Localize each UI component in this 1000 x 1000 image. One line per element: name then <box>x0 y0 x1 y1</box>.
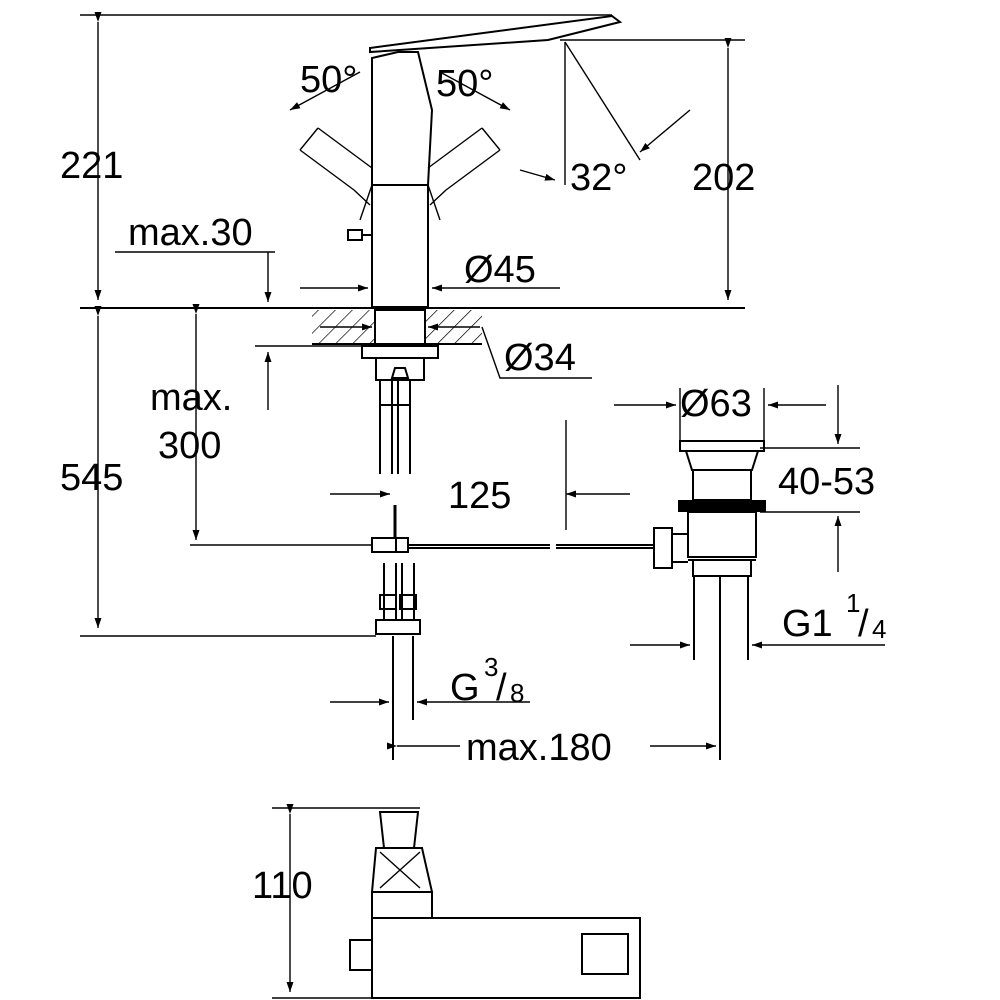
dimension-lines <box>80 11 885 999</box>
drain-nut <box>678 500 766 512</box>
angle-spout-label: 32° <box>570 157 627 199</box>
svg-text:G1: G1 <box>782 603 833 645</box>
faucet-top-view <box>349 811 641 999</box>
svg-text:/: / <box>858 603 869 645</box>
faucet-body <box>371 184 429 308</box>
pop-up-rod-knob <box>347 229 363 241</box>
thread-g1-label: G1 1 / 4 <box>782 588 886 645</box>
svg-text:3: 3 <box>484 652 498 682</box>
svg-text:4: 4 <box>872 614 886 644</box>
height-total-label: 221 <box>60 145 123 187</box>
height-spout-label: 202 <box>692 157 755 199</box>
angle-right-label: 50° <box>436 63 493 105</box>
lever-ghost-positions <box>299 127 501 221</box>
dia-34-label: Ø34 <box>504 337 576 379</box>
svg-text:1: 1 <box>846 588 860 618</box>
supply-hoses <box>375 380 421 635</box>
height-545-label: 545 <box>60 457 123 499</box>
mounting-shank <box>374 309 426 345</box>
max-label: max. <box>150 377 232 419</box>
max-30-label: max.30 <box>128 212 253 254</box>
faucet-neck <box>371 51 434 186</box>
pop-up-rod <box>371 505 656 553</box>
faucet-lever <box>369 14 623 54</box>
mounting-nut <box>361 345 439 359</box>
drain-assembly <box>653 440 766 760</box>
range-40-53-label: 40-53 <box>778 461 875 503</box>
height-110-label: 110 <box>252 865 313 907</box>
angle-left-label: 50° <box>300 59 357 101</box>
max-180-label: max.180 <box>466 727 612 769</box>
svg-text:8: 8 <box>510 678 524 708</box>
dimension-labels: 50° 50° 32° 221 202 max.30 Ø45 Ø34 max. … <box>60 59 886 907</box>
dia-63-label: Ø63 <box>680 383 752 425</box>
dist-125-label: 125 <box>448 475 511 517</box>
svg-text:G: G <box>450 667 480 709</box>
drain-pivot-nut <box>653 527 673 569</box>
drain-flange <box>679 440 765 452</box>
svg-text:/: / <box>496 667 507 709</box>
max-300-label: 300 <box>158 425 221 467</box>
dia-45-label: Ø45 <box>464 249 536 291</box>
thread-g-label: G 3 / 8 <box>450 652 524 709</box>
